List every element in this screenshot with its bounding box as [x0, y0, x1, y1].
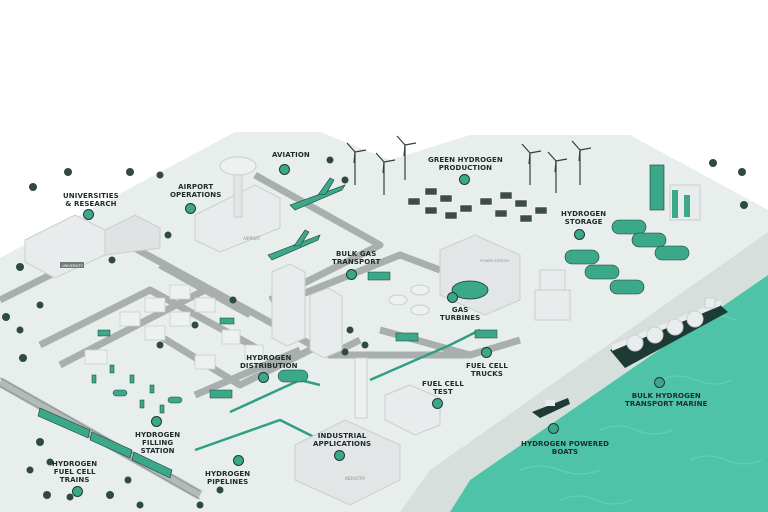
industry-sign: INDUSTRY	[345, 476, 366, 481]
marker-fuel-cell-trains[interactable]	[72, 486, 83, 497]
marker-fuel-cell-test[interactable]	[432, 398, 443, 409]
marker-hydrogen-storage[interactable]	[574, 229, 585, 240]
airplane-icon	[267, 229, 321, 261]
university-sign: UNIVERSITY	[62, 264, 84, 268]
marker-aviation[interactable]	[279, 164, 290, 175]
train-icon	[37, 407, 173, 479]
marker-industrial-applications[interactable]	[334, 450, 345, 461]
solar-panel-icon	[407, 187, 548, 223]
marker-universities[interactable]	[83, 209, 94, 220]
airplane-icon	[289, 177, 346, 211]
power-station	[439, 234, 521, 316]
industrial-complex	[294, 357, 441, 506]
marker-green-hydrogen[interactable]	[459, 174, 470, 185]
university-building	[24, 214, 161, 279]
marker-airport-operations[interactable]	[185, 203, 196, 214]
marker-hydrogen-boats[interactable]	[548, 423, 559, 434]
marker-bulk-marine[interactable]	[654, 377, 665, 388]
truck-icon	[97, 271, 498, 399]
water	[450, 275, 768, 512]
power-station-blocks	[534, 269, 571, 321]
h2-production-plant	[649, 164, 701, 221]
houses	[84, 284, 264, 370]
city-towers	[271, 263, 343, 359]
ship-icon	[610, 297, 728, 368]
trees	[2, 156, 748, 509]
storage-tank-icon	[564, 219, 690, 295]
airport-terminal	[194, 156, 281, 253]
label-universities: UNIVERSITIES& RESEARCH	[63, 192, 119, 208]
label-aviation: AVIATION	[272, 151, 310, 159]
ground-platform	[0, 132, 768, 512]
marker-hydrogen-pipelines[interactable]	[233, 455, 244, 466]
marker-bulk-gas[interactable]	[346, 269, 357, 280]
ground-edge	[400, 232, 768, 512]
filling-pump-icon	[91, 364, 183, 414]
airport-sign: AIRPORT	[243, 236, 261, 241]
marker-filling-station[interactable]	[151, 416, 162, 427]
power-station-sign: POWER STATION	[480, 259, 509, 263]
marker-gas-turbines[interactable]	[447, 292, 458, 303]
marker-fuel-cell-trucks[interactable]	[481, 347, 492, 358]
boat-icon	[532, 398, 570, 418]
wind-turbine-icon	[346, 135, 592, 195]
storage-domes	[388, 284, 430, 316]
marker-hydrogen-distribution[interactable]	[258, 372, 269, 383]
